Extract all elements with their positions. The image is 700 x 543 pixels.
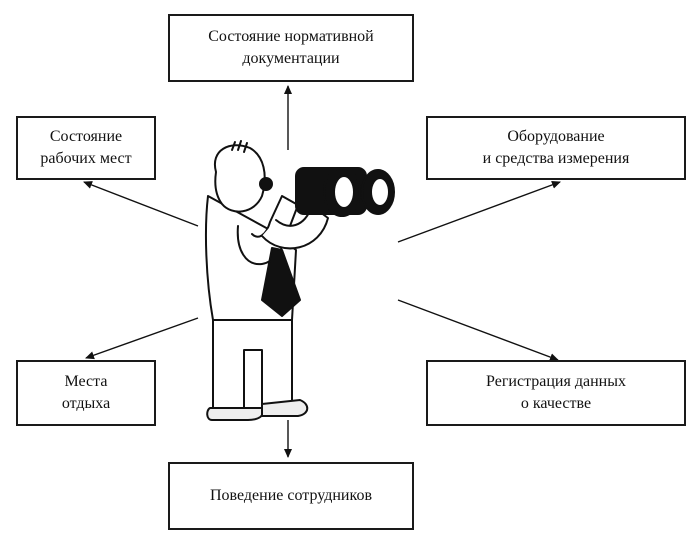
box-line: отдыха [61,395,111,412]
box-line: документации [242,50,340,67]
box-line: о качестве [520,395,592,412]
right-arm [261,205,329,250]
box-line: Состояние [49,128,123,145]
box-text: Места отдыха [62,371,110,415]
arrow-to-left-upper [83,181,199,227]
box-line: Оборудование [507,128,605,145]
box-quality-data: Регистрация данных о качестве [426,360,686,426]
box-line: Поведение сотрудников [209,487,372,504]
box-workplaces: Состояние рабочих мест [16,116,156,180]
box-text: Состояние нормативной документации [208,26,374,70]
box-normative-documentation: Состояние нормативной документации [168,14,414,82]
right-shoe [261,399,309,417]
binocular-lens-left-inner [333,175,355,209]
man-with-binoculars-icon [204,140,395,421]
box-text: Оборудование и средства измерения [483,126,630,170]
hair [231,140,248,153]
arrow-to-right-upper [397,181,561,243]
head [213,144,266,213]
box-text: Поведение сотрудников [210,485,372,507]
binocular-lens-right-inner [370,177,390,207]
eyepiece [259,177,273,191]
box-line: Состояние нормативной [208,28,374,45]
tie [261,247,301,317]
box-text: Состояние рабочих мест [40,126,131,170]
box-line: Места [64,373,108,390]
arrows [83,85,561,458]
box-line: и средства измерения [482,150,630,167]
box-text: Регистрация данных о качестве [486,371,626,415]
box-line: рабочих мест [40,150,132,167]
arrow-to-left-lower [85,317,199,360]
box-employee-behavior: Поведение сотрудников [168,462,414,530]
box-line: Регистрация данных [486,373,626,390]
arrow-to-right-lower [397,299,559,361]
left-shoe [206,407,264,421]
box-equipment: Оборудование и средства измерения [426,116,686,180]
box-rest-areas: Места отдыха [16,360,156,426]
